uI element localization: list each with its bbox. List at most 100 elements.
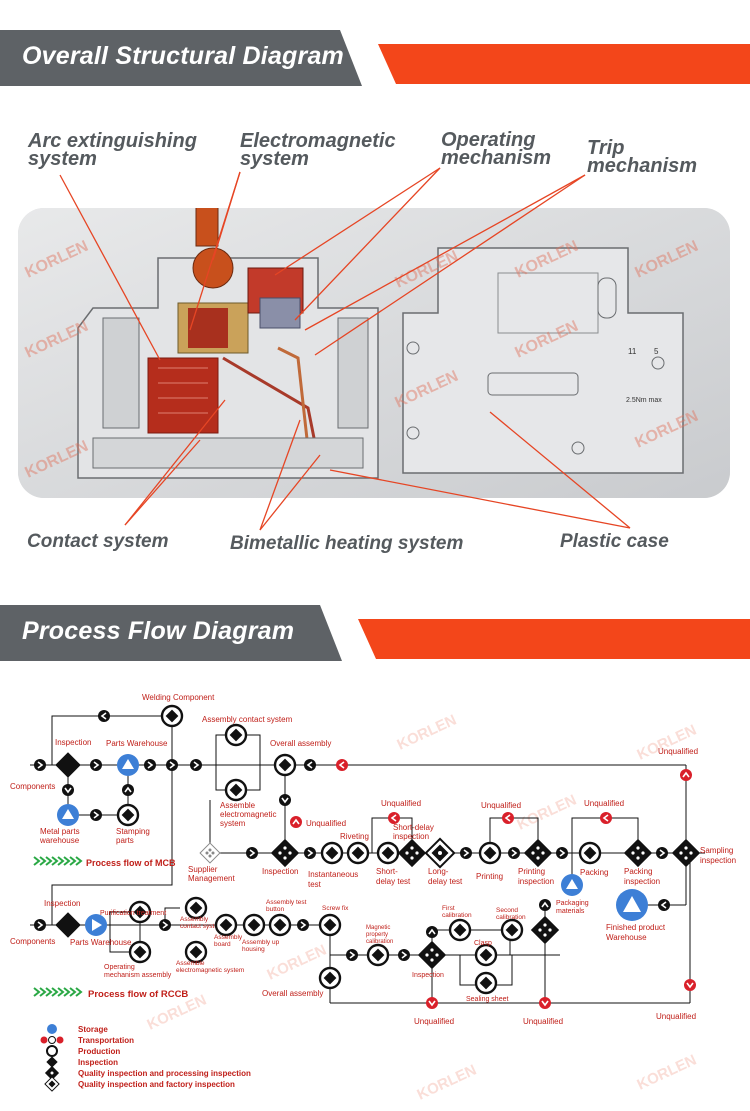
lbl-sampling: Sampling inspection <box>700 846 736 865</box>
lbl-long-delay: Long- delay test <box>428 867 463 886</box>
lbl-printing: Printing <box>476 872 503 881</box>
lbl-stamping: Stamping parts <box>116 827 152 845</box>
printing-node <box>478 841 502 865</box>
lbl-parts-warehouse: Parts Warehouse <box>106 739 168 748</box>
breaker-illustration: 11 5 2.5Nm max KORLEN KORLEN KORLEN KORL… <box>18 208 730 498</box>
rccb-overall-assembly-node <box>318 966 342 990</box>
screw-fix-node <box>318 913 342 937</box>
legend-transportation: Transportation <box>78 1036 134 1045</box>
flow-arrow <box>278 793 292 807</box>
second-calibration-node <box>500 918 524 942</box>
assembly-test-button-node <box>242 913 266 937</box>
lbl-printing-insp: Printing inspection <box>518 867 554 886</box>
lbl-assembly-up: Assembly up housing <box>242 939 281 953</box>
assemble-em-node <box>224 778 248 802</box>
legend-transportation-icon <box>40 1036 64 1044</box>
label-bimetallic: Bimetallic heating system <box>230 533 464 554</box>
lbl-components: Components <box>10 782 55 791</box>
flow-arrow <box>555 846 569 860</box>
case-mark-torque: 2.5Nm max <box>626 397 662 404</box>
lbl-first-calibration: First calibration <box>442 905 472 919</box>
reject-arrow <box>679 768 693 782</box>
lbl-packaging-materials: Packaging materials <box>556 900 591 915</box>
rccb-inspection-node-2 <box>417 940 447 970</box>
assembly-contact-node <box>224 723 248 747</box>
legend-production: Production <box>78 1047 120 1056</box>
riveting-node <box>346 841 370 865</box>
flow-arrow <box>33 918 47 932</box>
lbl-rccb-parts: Parts Warehouse <box>70 938 132 947</box>
lbl-rccb-assemble-em: Assemble electromagnetic system <box>176 960 244 974</box>
lbl-unqualified-top: Unqualified <box>658 747 698 756</box>
metal-parts-warehouse-node <box>57 804 79 826</box>
reject-arrow <box>683 978 697 992</box>
mcb-flow-marker <box>33 856 83 866</box>
magnetic-calibration-node <box>366 943 390 967</box>
lbl-rccb-unqualified-1: Unqualified <box>414 1017 454 1026</box>
reject-arrow <box>289 815 303 829</box>
lbl-operating: Operating mechanism assembly <box>104 964 172 979</box>
sampling-inspection-node <box>671 838 701 868</box>
flow-arrow <box>165 758 179 772</box>
lbl-assembly-board: Assembly board <box>214 934 244 948</box>
first-calibration-node <box>448 918 472 942</box>
lbl-supplier: Supplier Management <box>188 865 235 883</box>
section-banner-process: Process Flow Diagram <box>0 605 750 661</box>
printing-inspection-node <box>523 838 553 868</box>
flow-arrow <box>143 758 157 772</box>
flow-arrow <box>61 783 75 797</box>
long-delay-test-node <box>424 837 456 869</box>
lbl-unqualified-4: Unqualified <box>481 801 521 810</box>
flow-arrow <box>397 948 411 962</box>
lbl-finished: Finished product Warehouse <box>606 923 667 942</box>
flow-arrow <box>33 758 47 772</box>
breaker-cutaway-image: 11 5 2.5Nm max KORLEN KORLEN KORLEN KORL… <box>18 208 730 498</box>
packaging-materials-node <box>561 874 583 896</box>
supplier-management-node <box>199 842 221 864</box>
legend-inspection-icon <box>46 1056 58 1068</box>
flow-arrow <box>303 758 317 772</box>
rccb-quality-node <box>530 915 560 945</box>
svg-text:KORLEN: KORLEN <box>515 791 580 833</box>
short-delay-test-node <box>376 841 400 865</box>
instantaneous-test-node <box>320 841 344 865</box>
lbl-assembly-contact: Assembly contact system <box>202 715 293 724</box>
short-delay-inspection-node <box>397 838 427 868</box>
lbl-packing-insp: Packing inspection <box>624 867 660 886</box>
legend-qi-processing: Quality inspection and processing inspec… <box>78 1069 251 1078</box>
flow-arrow <box>158 918 172 932</box>
assembly-board-node <box>214 913 238 937</box>
assembly-up-housing-node <box>268 913 292 937</box>
flow-arrow <box>89 758 103 772</box>
lbl-assemble-em: Assemble electromagnetic system <box>220 801 279 828</box>
legend-inspection: Inspection <box>78 1058 118 1067</box>
flow-arrow <box>245 846 259 860</box>
label-plastic-case: Plastic case <box>560 531 669 552</box>
legend-qi-processing-icon <box>44 1065 60 1081</box>
lbl-rccb-assembly-contact: Assembly contact system <box>180 916 223 930</box>
lbl-unqualified-5: Unqualified <box>584 799 624 808</box>
rccb-inspection-node <box>55 912 81 938</box>
lbl-rccb-overall: Overall assembly <box>262 989 323 998</box>
flow-arrow <box>296 918 310 932</box>
legend-production-icon <box>46 1045 58 1057</box>
process-flow-diagram: KORLEN KORLEN KORLEN KORLEN KORLEN KORLE… <box>10 693 736 1104</box>
lbl-inspection-2: Inspection <box>262 867 298 876</box>
lbl-rccb-inspection-2: Inspection <box>412 972 444 979</box>
rccb-assemble-em-node <box>184 940 208 964</box>
reject-arrow <box>538 996 552 1010</box>
lbl-inspection: Inspection <box>55 738 91 747</box>
reject-arrow <box>501 811 515 825</box>
flow-arrow <box>345 948 359 962</box>
parts-warehouse-node <box>117 754 139 776</box>
clasp-node <box>474 943 498 967</box>
flow-arrow <box>97 709 111 723</box>
inspection-node-2 <box>270 838 300 868</box>
lbl-screw-fix: Screw fix <box>322 905 349 912</box>
packing-inspection-node <box>623 838 653 868</box>
section-title-process: Process Flow Diagram <box>22 617 295 645</box>
